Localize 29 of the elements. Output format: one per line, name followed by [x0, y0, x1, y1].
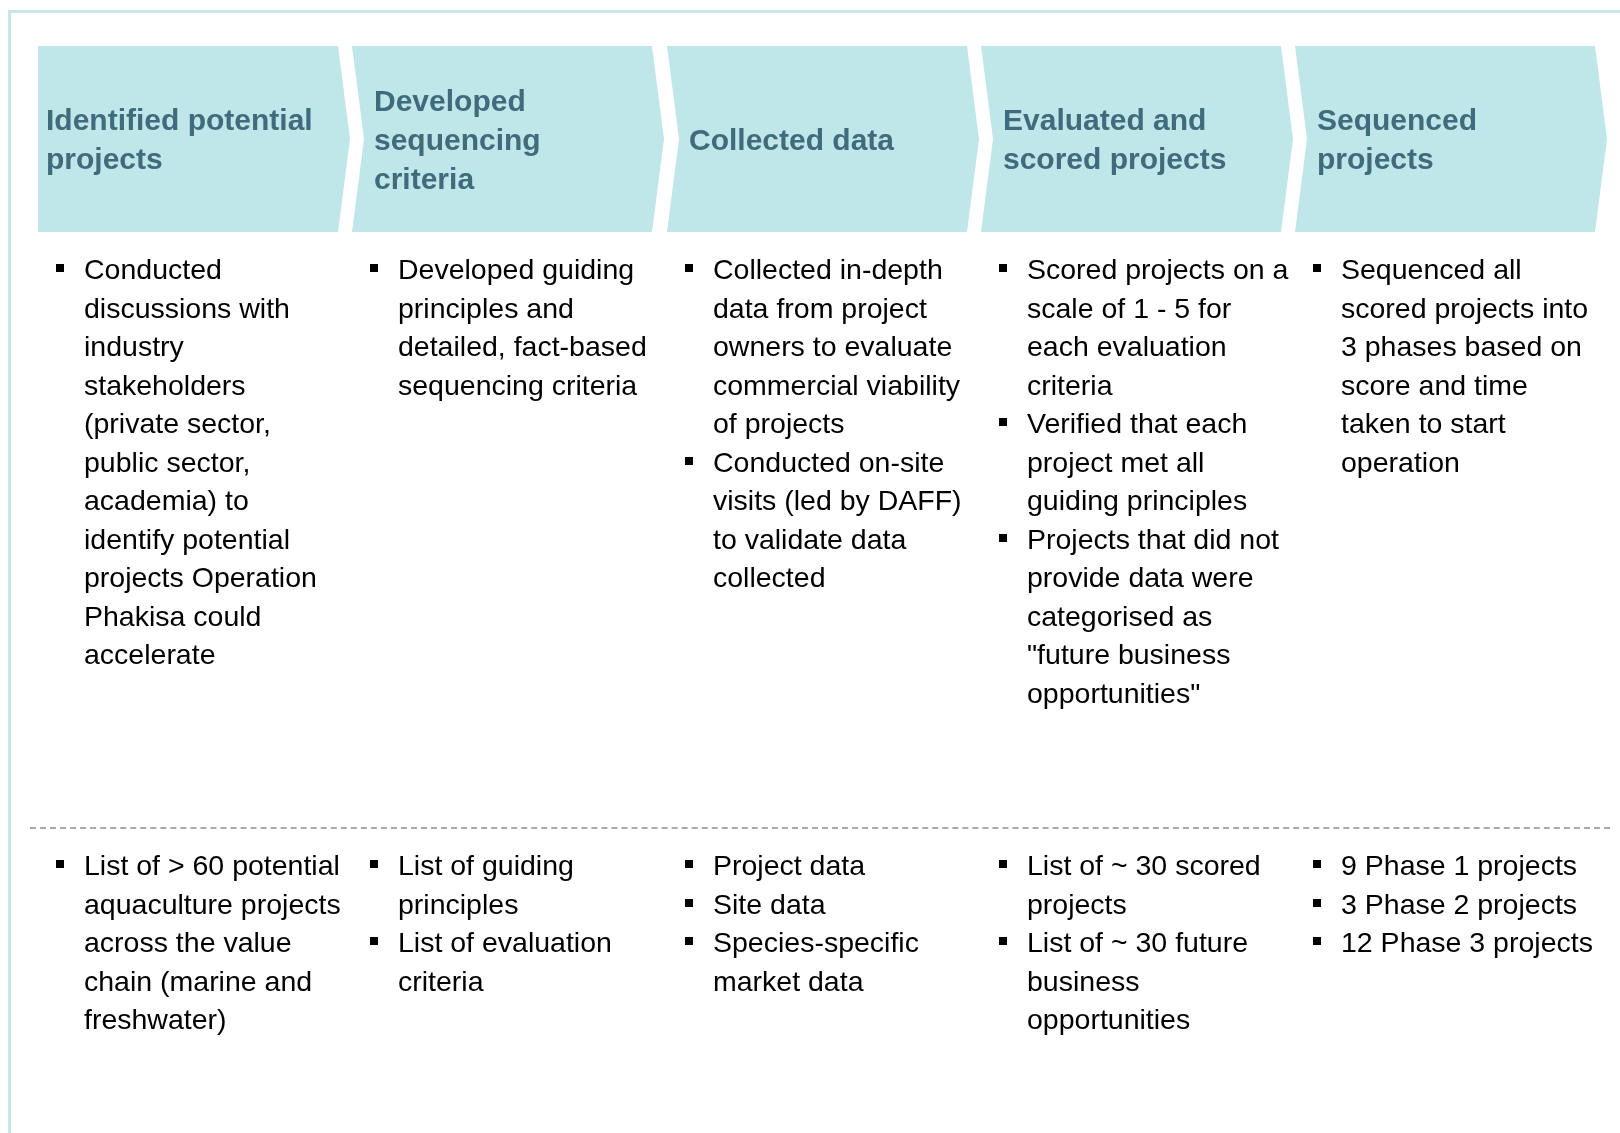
bullet-text: Sequenced all scored projects into 3 phases based on score and time taken to start operation: [1341, 253, 1589, 478]
bullet-text: 12 Phase 3 projects: [1341, 926, 1593, 958]
step-header: [352, 46, 664, 232]
bullet-text: Projects that did not provide data were categorised as "future business opportunities": [1027, 522, 1279, 709]
step-header: [1295, 46, 1607, 232]
step-header: [667, 46, 979, 232]
step-title: Developed sequencing criteria: [374, 82, 542, 197]
step-title: Collected data: [689, 121, 895, 158]
bullet-text: Project data: [713, 849, 866, 881]
bullet-text: 9 Phase 1 projects: [1341, 849, 1578, 881]
bullet-text: 3 Phase 2 projects: [1341, 887, 1578, 920]
bullet-text: Scored projects on a scale of 1 - 5 for each evaluation criteria: [1027, 253, 1289, 401]
bullet-text: Site data: [713, 887, 826, 920]
bullet-text: Conducted on-site visits (led by DAFF) to validate data collected: [713, 445, 962, 593]
step-header: [38, 46, 350, 232]
bullet-text: Collected in-depth data from project owners to evaluate commercial viability of projects: [713, 253, 961, 439]
step-title: Evaluated and scored projects: [1003, 102, 1228, 177]
bullet-text: Species-specific market data: [713, 926, 919, 997]
bullet-text: Developed guiding principles and detailed, fact-based sequencing criteria: [398, 253, 647, 401]
step-title: Sequenced projects: [1317, 102, 1479, 177]
bullet-text: List of ~ 30 scored projects: [1027, 849, 1261, 920]
bullet-text: List of guiding principles: [398, 849, 574, 920]
bullet-text: Verified that each project met all guiding principles: [1027, 407, 1248, 516]
bullet-text: List of > 60 potential aquaculture projects across the value chain (marine and freshwater): [84, 849, 341, 1035]
bullet-text: List of ~ 30 future business opportunities: [1027, 926, 1248, 1035]
step-title: Identified potential projects: [46, 102, 314, 177]
bullet-text: Conducted discussions with industry stakeholders (private sector, public sector, academia) to identify potential projects Operation Phakisa could accelerate: [84, 253, 317, 670]
step-header: [981, 46, 1293, 232]
bullet-text: List of evaluation criteria: [398, 926, 612, 997]
